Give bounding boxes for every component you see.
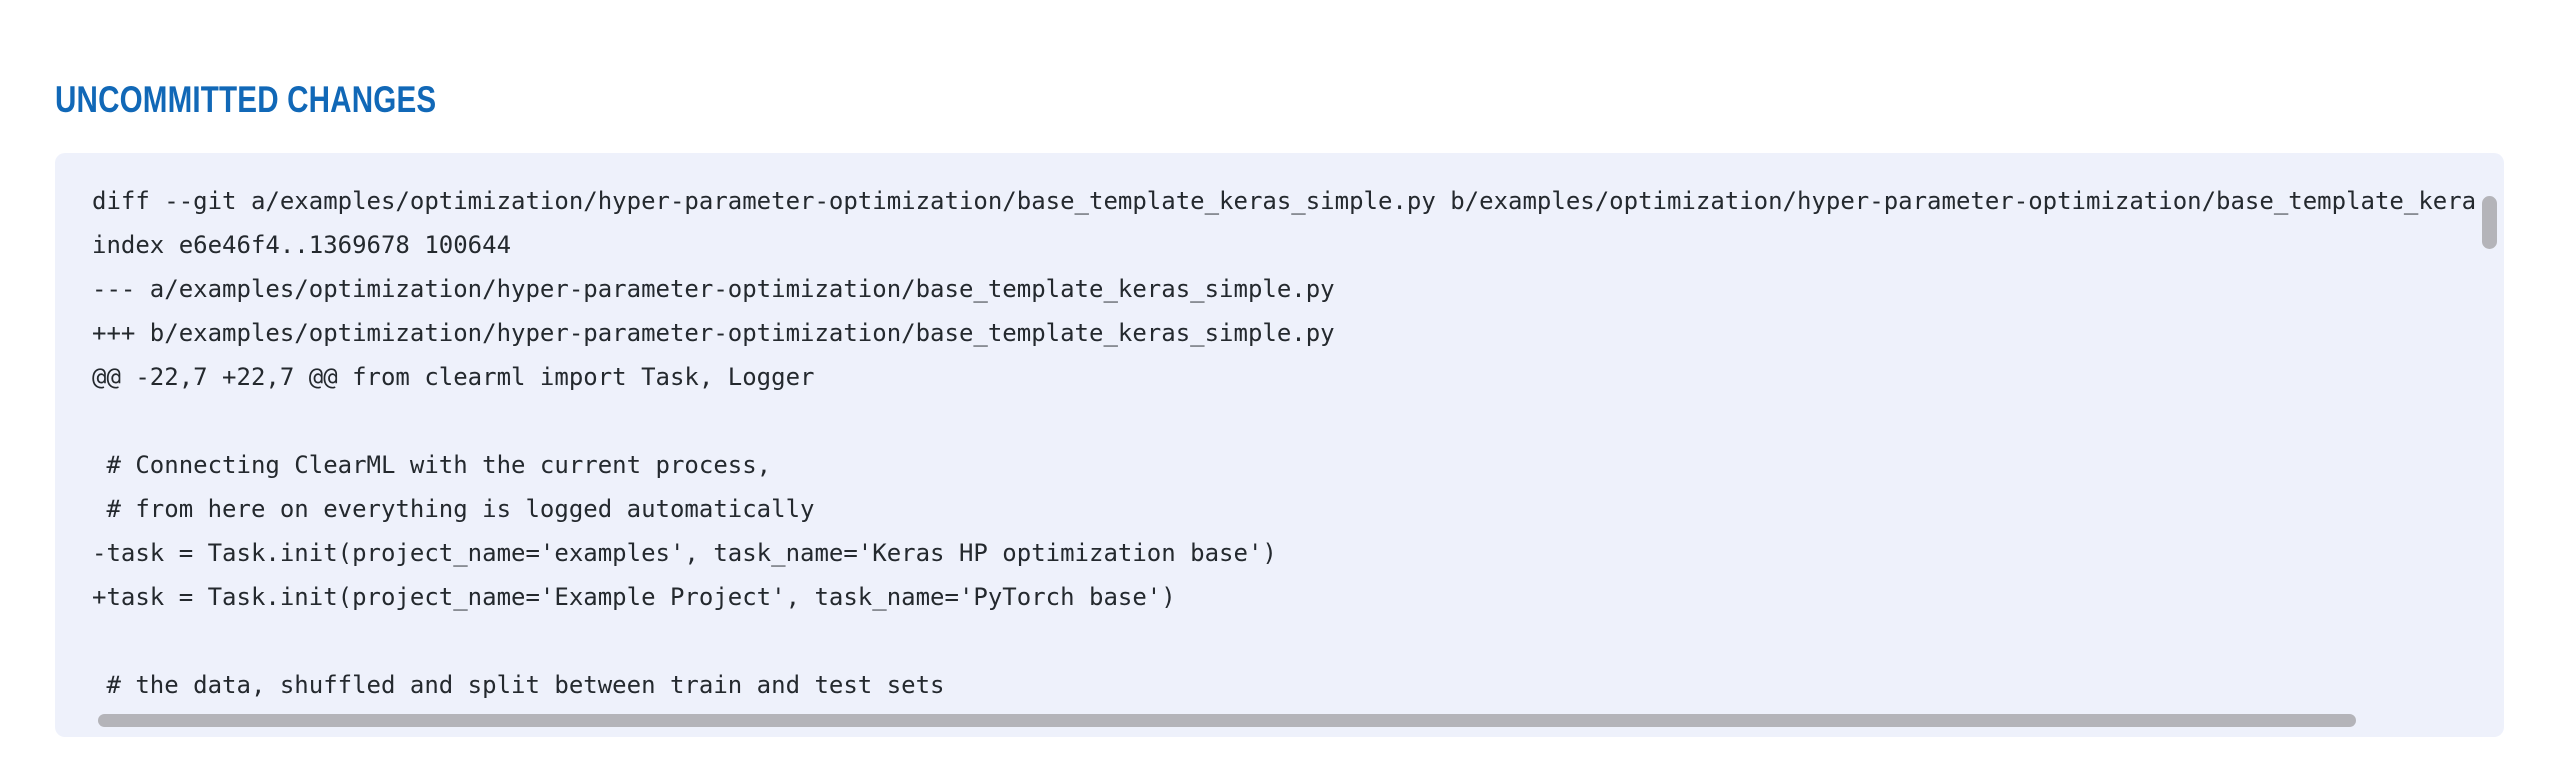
vertical-scrollbar-thumb[interactable] — [2482, 196, 2497, 249]
diff-line: # Connecting ClearML with the current pr… — [92, 451, 772, 479]
diff-line: +++ b/examples/optimization/hyper-parame… — [92, 319, 1335, 347]
diff-line: # from here on everything is logged auto… — [92, 495, 815, 523]
diff-line: --- a/examples/optimization/hyper-parame… — [92, 275, 1335, 303]
diff-line: +task = Task.init(project_name='Example … — [92, 583, 1176, 611]
diff-line: -task = Task.init(project_name='examples… — [92, 539, 1277, 567]
diff-panel[interactable]: diff --git a/examples/optimization/hyper… — [55, 153, 2504, 737]
diff-line: diff --git a/examples/optimization/hyper… — [92, 187, 2475, 215]
diff-line — [92, 619, 2475, 663]
diff-line — [92, 399, 2475, 443]
section-title: UNCOMMITTED CHANGES — [55, 79, 437, 120]
diff-line: # the data, shuffled and split between t… — [92, 671, 945, 699]
diff-content: diff --git a/examples/optimization/hyper… — [55, 153, 2504, 707]
horizontal-scrollbar-thumb[interactable] — [98, 714, 2356, 727]
diff-line: index e6e46f4..1369678 100644 — [92, 231, 512, 259]
diff-line: @@ -22,7 +22,7 @@ from clearml import Ta… — [92, 363, 815, 391]
